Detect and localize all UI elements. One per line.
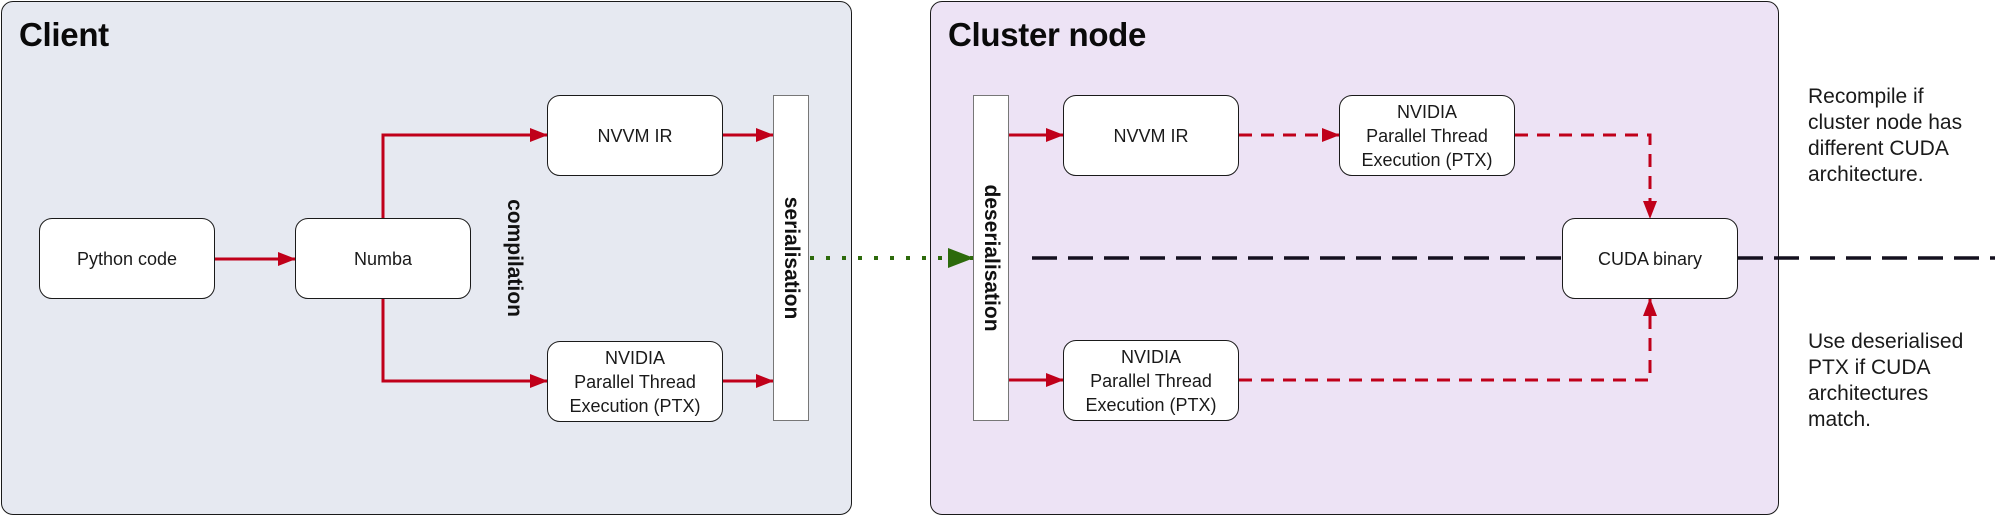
recompile-note-line-3: different CUDA	[1808, 137, 1949, 160]
cluster-recompiled-ptx-box: NVIDIA Parallel Thread Execution (PTX)	[1339, 95, 1515, 176]
client-ptx-line-3: Execution (PTX)	[569, 395, 701, 416]
recompile-note-line-2: cluster node has	[1808, 111, 1963, 134]
client-ptx-line-2: Parallel Thread	[574, 371, 696, 392]
cluster-recompiled-ptx-line-2: Parallel Thread	[1366, 125, 1488, 146]
use-ptx-note-line-3: architectures	[1808, 382, 1929, 405]
cluster-nvvm-ir-box: NVVM IR	[1063, 95, 1239, 176]
python-code-label: Python code	[76, 248, 178, 269]
recompile-note-line-1: Recompile if	[1808, 85, 1924, 108]
cluster-recompiled-ptx-line-3: Execution (PTX)	[1361, 149, 1493, 170]
cluster-deserialised-ptx-line-1: NVIDIA	[1120, 346, 1181, 367]
numba-box: Numba	[295, 218, 471, 299]
arrow-numba-to-nvvm-ir	[381, 128, 548, 218]
use-ptx-note: Use deserialised PTX if CUDA architectur…	[1808, 329, 1998, 433]
serialisation-label: serialisation	[780, 196, 803, 320]
client-title: Client	[19, 16, 109, 53]
python-code-box: Python code	[39, 218, 215, 299]
client-nvvm-ir-box: NVVM IR	[547, 95, 723, 176]
cuda-binary-label: CUDA binary	[1597, 248, 1703, 269]
client-nvvm-ir-label: NVVM IR	[597, 125, 673, 146]
cluster-node-title: Cluster node	[948, 16, 1147, 53]
cluster-deserialised-ptx-line-2: Parallel Thread	[1090, 370, 1212, 391]
numba-label: Numba	[353, 248, 413, 269]
deserialisation-bar	[973, 95, 1009, 421]
use-ptx-note-line-4: match.	[1808, 408, 1872, 431]
deserialisation-label: deserialisation	[980, 184, 1003, 332]
recompile-note: Recompile if cluster node has different …	[1808, 84, 1998, 188]
use-ptx-note-line-1: Use deserialised	[1808, 330, 1964, 353]
serialisation-bar	[773, 95, 809, 421]
client-ptx-line-1: NVIDIA	[604, 347, 665, 368]
cluster-recompiled-ptx-line-1: NVIDIA	[1396, 101, 1457, 122]
cluster-deserialised-ptx-line-3: Execution (PTX)	[1085, 394, 1217, 415]
dashed-arrow-recompiled-ptx-to-cuda-binary	[1515, 133, 1657, 219]
cluster-nvvm-ir-label: NVVM IR	[1113, 125, 1189, 146]
compilation-label: compilation	[503, 199, 526, 317]
cluster-deserialised-ptx-box: NVIDIA Parallel Thread Execution (PTX)	[1063, 340, 1239, 421]
use-ptx-note-line-2: PTX if CUDA	[1808, 356, 1931, 379]
dashed-arrow-deserialised-ptx-to-cuda-binary	[1239, 298, 1657, 382]
cuda-binary-box: CUDA binary	[1562, 218, 1738, 299]
recompile-note-line-4: architecture.	[1808, 163, 1924, 186]
client-ptx-box: NVIDIA Parallel Thread Execution (PTX)	[547, 341, 723, 422]
arrow-numba-to-ptx	[381, 299, 548, 388]
